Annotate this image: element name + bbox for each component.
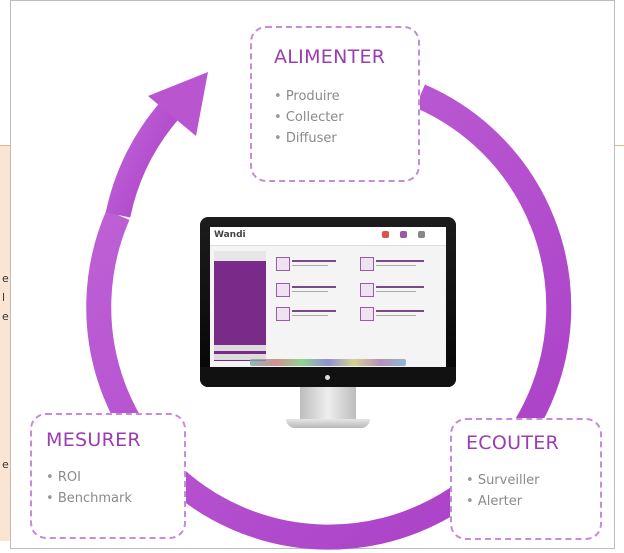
module-tile-line bbox=[376, 265, 416, 266]
stage-item: Diffuser bbox=[274, 128, 344, 149]
cycle-ring-arc bbox=[86, 84, 572, 550]
module-tile-line bbox=[292, 260, 336, 262]
band-letter: e bbox=[2, 272, 9, 285]
stage-item: Collecter bbox=[274, 107, 344, 128]
module-tile-line bbox=[292, 315, 328, 316]
stage-box-mesurer: MESURER ROI Benchmark bbox=[30, 413, 186, 539]
module-tile-icon bbox=[360, 283, 374, 297]
app-sidebar-footer bbox=[214, 345, 266, 351]
cycle-arrowhead bbox=[148, 72, 208, 136]
module-tile-line bbox=[292, 265, 328, 266]
band-letter: e bbox=[2, 458, 9, 471]
app-topbar: Wandi bbox=[210, 227, 446, 246]
stage-item-list: Surveiller Alerter bbox=[466, 470, 540, 512]
stage-item: Benchmark bbox=[46, 488, 132, 509]
stage-title: ALIMENTER bbox=[274, 46, 386, 68]
monitor-illustration: Wandi bbox=[200, 217, 456, 431]
module-tile-icon bbox=[276, 307, 290, 321]
user-icon bbox=[400, 231, 407, 238]
module-tile-line bbox=[292, 291, 328, 292]
stage-item: Produire bbox=[274, 86, 344, 107]
module-tile-icon bbox=[360, 307, 374, 321]
monitor-screen: Wandi bbox=[210, 227, 446, 367]
stage-item: ROI bbox=[46, 467, 132, 488]
band-letter: l bbox=[2, 291, 6, 304]
stage-item: Alerter bbox=[466, 491, 540, 512]
os-dock bbox=[250, 359, 406, 366]
app-sidebar bbox=[214, 251, 266, 361]
app-sidebar-header bbox=[214, 251, 266, 261]
settings-icon bbox=[418, 231, 425, 238]
alert-icon bbox=[382, 231, 389, 238]
module-tile-line bbox=[376, 310, 424, 312]
cycle-ring-arc-tail bbox=[105, 101, 180, 218]
module-tile-icon bbox=[276, 257, 290, 271]
stage-title: MESURER bbox=[46, 429, 141, 451]
module-tile-icon bbox=[276, 283, 290, 297]
stage-item-list: ROI Benchmark bbox=[46, 467, 132, 509]
monitor-stand-foot bbox=[286, 419, 370, 428]
module-tile-line bbox=[376, 291, 416, 292]
stage-item-list: Produire Collecter Diffuser bbox=[274, 86, 344, 149]
stage-box-alimenter: ALIMENTER Produire Collecter Diffuser bbox=[250, 26, 420, 182]
apple-logo-icon bbox=[325, 375, 330, 380]
stage-title: ECOUTER bbox=[466, 432, 560, 454]
module-tile-line bbox=[292, 310, 336, 312]
band-letter: e bbox=[2, 310, 9, 323]
module-tile-line bbox=[376, 260, 424, 262]
module-tile-line bbox=[292, 286, 336, 288]
module-tile-line bbox=[376, 315, 416, 316]
monitor-stand-neck bbox=[300, 387, 356, 421]
app-logo: Wandi bbox=[214, 230, 246, 240]
module-tile-line bbox=[376, 286, 424, 288]
stage-box-ecouter: ECOUTER Surveiller Alerter bbox=[450, 418, 602, 540]
app-sidebar-footer bbox=[214, 354, 266, 360]
stage-item: Surveiller bbox=[466, 470, 540, 491]
module-tile-icon bbox=[360, 257, 374, 271]
